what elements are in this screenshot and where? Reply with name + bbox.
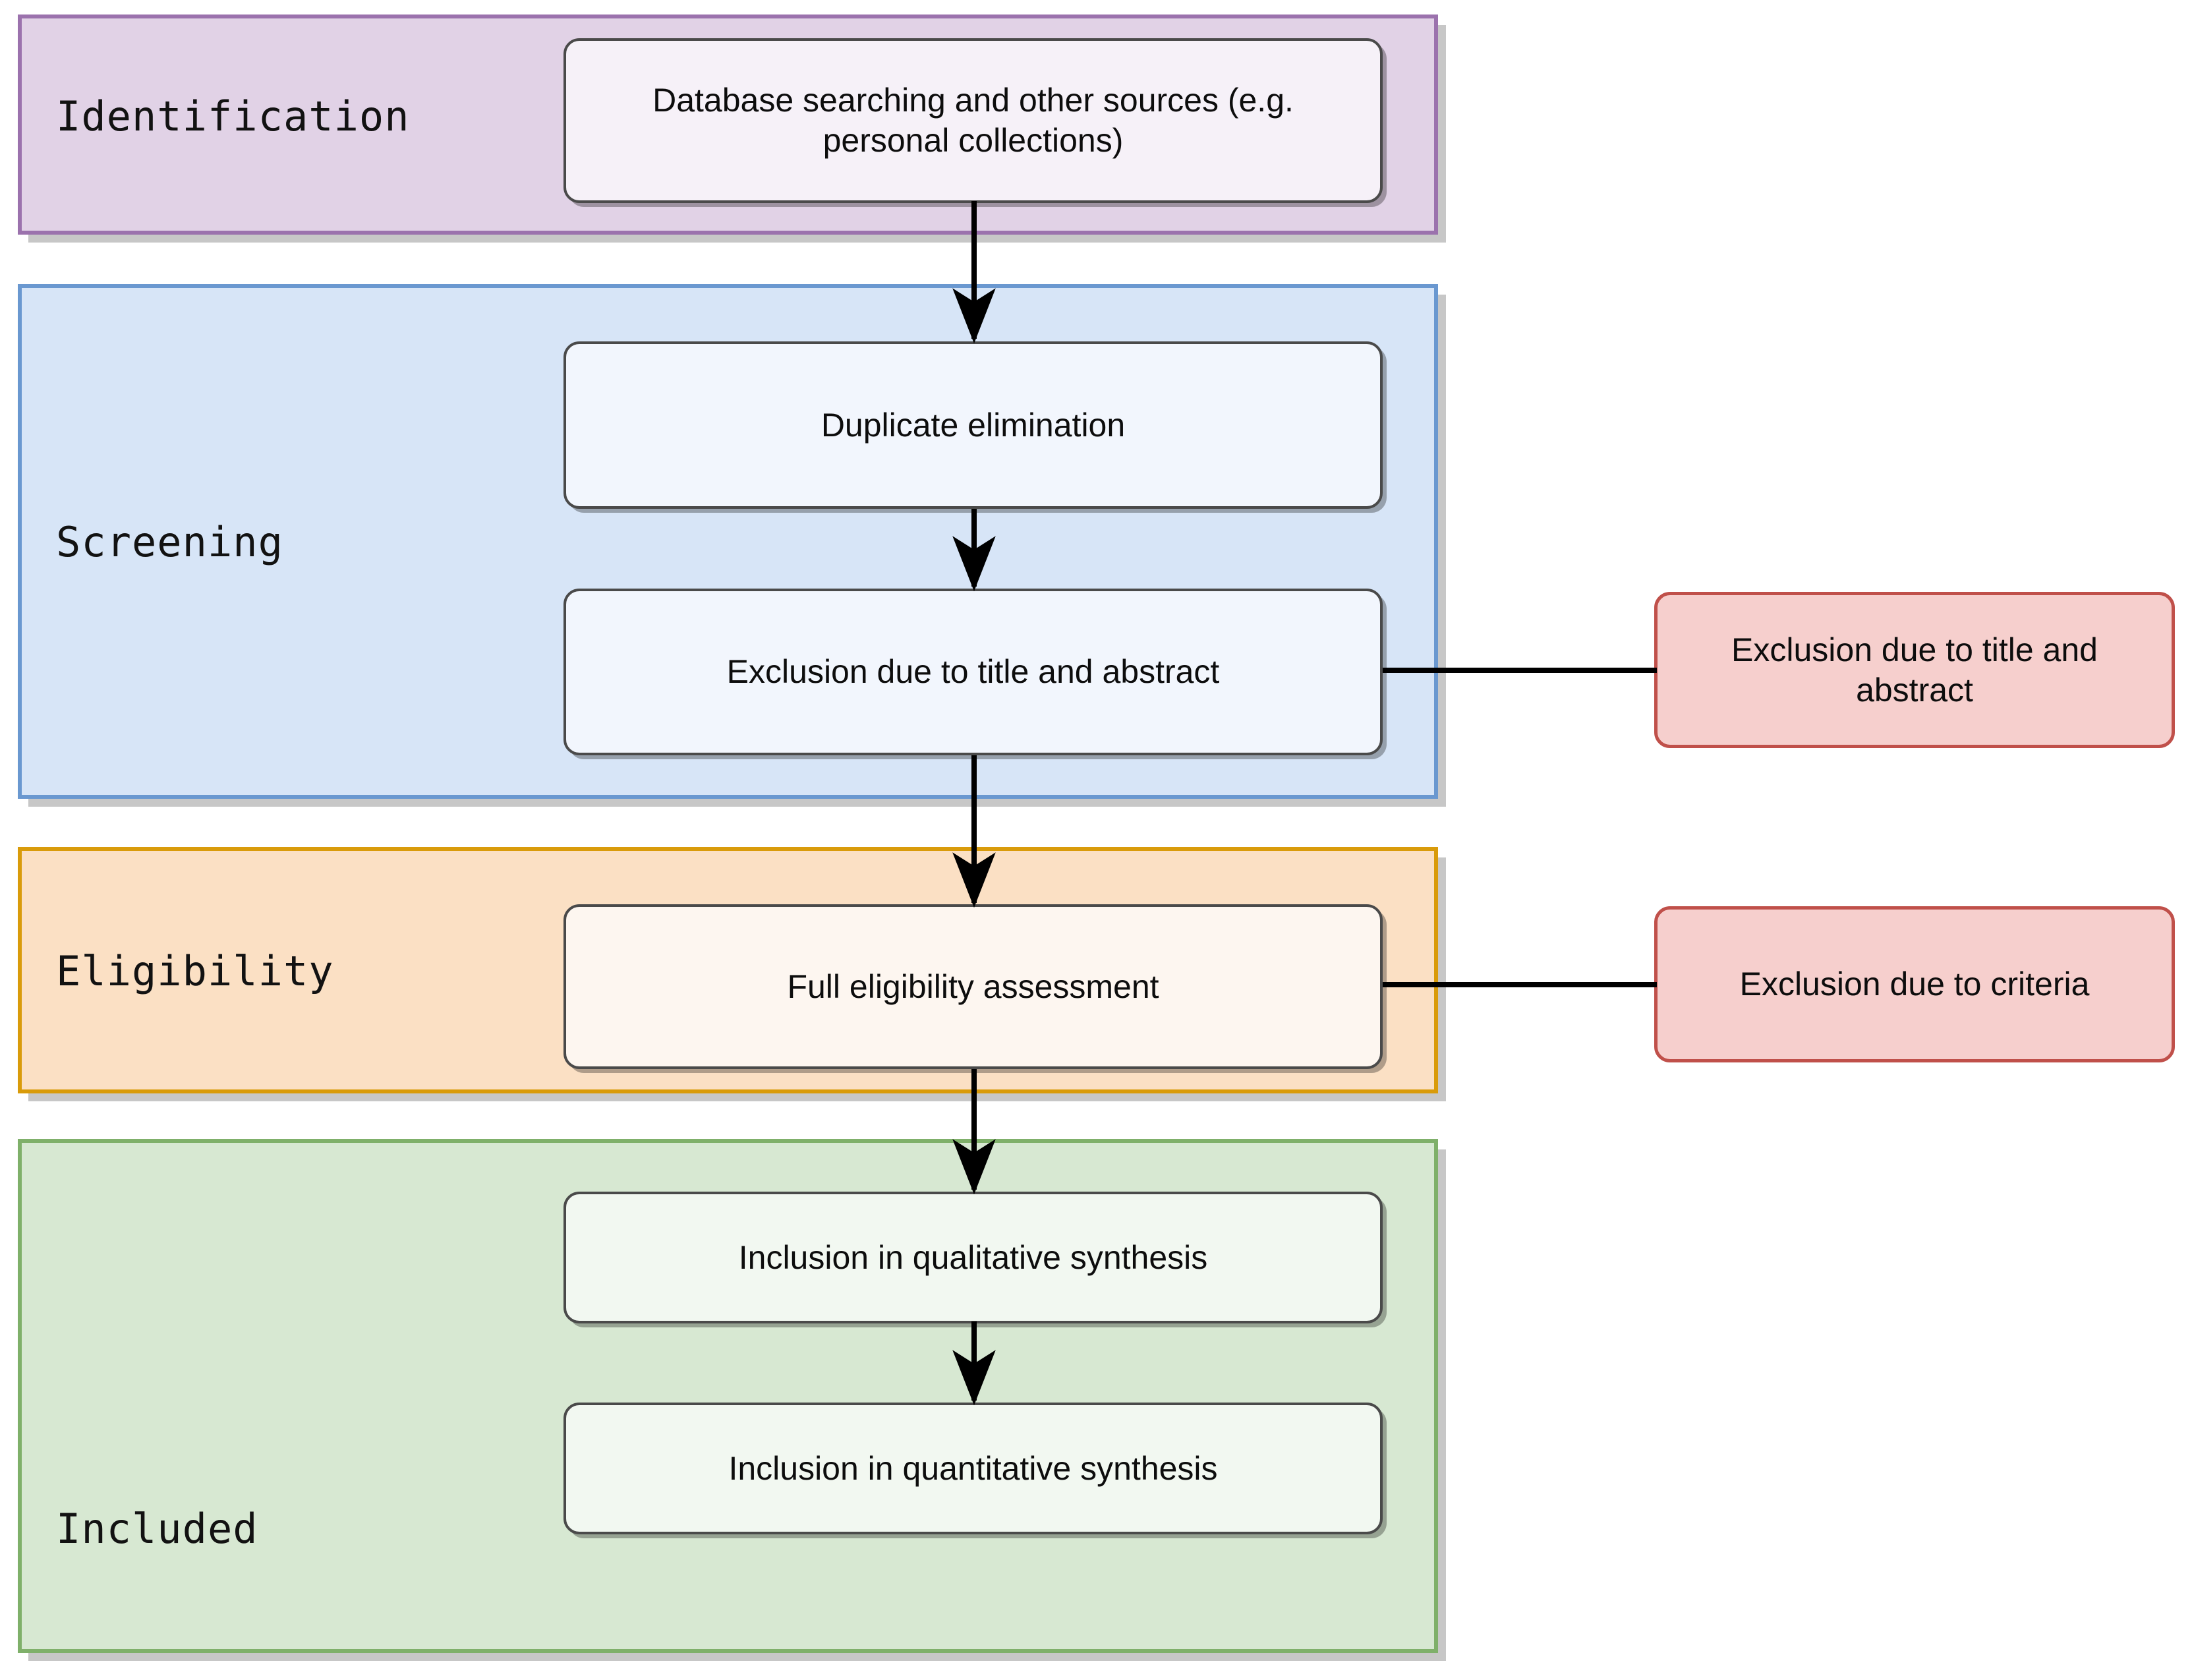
- node-label-full-eligibility-assessment: Full eligibility assessment: [787, 968, 1159, 1005]
- node-exclusion-title-abstract[interactable]: Exclusion due to title and abstract: [563, 589, 1383, 755]
- exclusion-node-title-abstract[interactable]: Exclusion due to title and abstract: [1654, 592, 2175, 748]
- node-duplicate-elimination[interactable]: Duplicate elimination: [563, 341, 1383, 509]
- node-label-duplicate-elimination: Duplicate elimination: [821, 406, 1126, 444]
- node-label-inclusion-quantitative-synthesis: Inclusion in quantitative synthesis: [728, 1449, 1218, 1487]
- node-label-inclusion-qualitative-synthesis: Inclusion in qualitative synthesis: [738, 1238, 1208, 1276]
- exclusion-node-criteria[interactable]: Exclusion due to criteria: [1654, 906, 2175, 1062]
- stage-label-eligibility: Eligibility: [56, 947, 334, 995]
- exclusion-label-criteria: Exclusion due to criteria: [1739, 966, 2090, 1002]
- node-full-eligibility-assessment[interactable]: Full eligibility assessment: [563, 904, 1383, 1069]
- stage-label-identification: Identification: [56, 92, 410, 140]
- node-inclusion-qualitative-synthesis[interactable]: Inclusion in qualitative synthesis: [563, 1192, 1383, 1323]
- stage-label-included: Included: [56, 1505, 258, 1553]
- node-database-searching[interactable]: Database searching and other sources (e.…: [563, 38, 1383, 203]
- node-label-database-searching: Database searching and other sources (e.…: [652, 82, 1294, 159]
- node-inclusion-quantitative-synthesis[interactable]: Inclusion in quantitative synthesis: [563, 1403, 1383, 1534]
- exclusion-label-title-abstract: Exclusion due to title and abstract: [1731, 631, 2098, 709]
- node-label-exclusion-title-abstract: Exclusion due to title and abstract: [726, 653, 1220, 690]
- stage-label-screening: Screening: [56, 518, 283, 566]
